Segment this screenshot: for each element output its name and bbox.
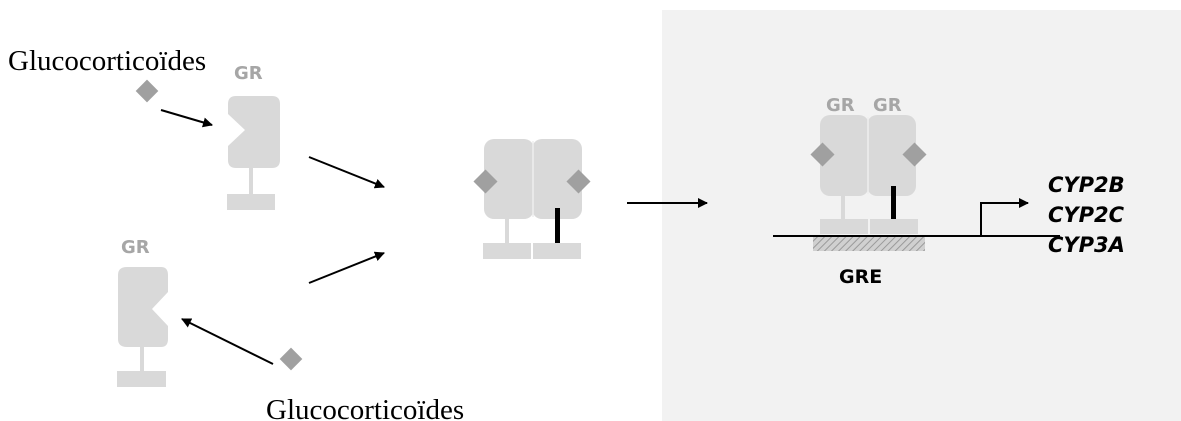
- bound-left-base: [820, 219, 868, 234]
- gene-label-3: CYP3A: [1048, 233, 1125, 257]
- dimer-left-ligand: [473, 169, 498, 194]
- receptor-bottom-stem: [140, 347, 144, 371]
- receptor-bottom-label: GR: [121, 237, 150, 258]
- transcription-start-arrow: [980, 198, 1029, 235]
- gr-label-left: GR: [826, 95, 855, 116]
- gene-label-1: CYP2B: [1048, 173, 1125, 197]
- gre-label: GRE: [839, 266, 882, 288]
- dimer-left-stem: [505, 219, 509, 243]
- arrow-bottom-receptor-to-dimer: [308, 251, 385, 284]
- ligand-top-diamond: [135, 79, 159, 103]
- receptor-top-body: [228, 96, 280, 168]
- dimer-complex: [473, 139, 591, 259]
- bound-right-stem: [891, 186, 896, 219]
- dimer-right-base: [533, 243, 581, 259]
- receptor-bottom-body: [118, 267, 168, 347]
- gre-element: [813, 237, 925, 251]
- dimer-right-stem: [555, 208, 560, 243]
- ligand-bottom-label: Glucocorticoïdes: [266, 394, 464, 421]
- dimer-left-subunit: [484, 139, 534, 219]
- dimer-left-base: [483, 243, 531, 259]
- ligand-bottom-diamond: [279, 347, 303, 371]
- receptor-top-stem: [249, 168, 253, 194]
- receptor-bottom-base: [117, 371, 166, 387]
- bound-right-base: [870, 219, 918, 234]
- bound-right-subunit: [867, 115, 916, 196]
- receptor-bottom: GR: [117, 237, 168, 387]
- receptor-top-base: [227, 194, 275, 210]
- arrow-ligand-top-to-receptor: [160, 109, 213, 128]
- arrow-top-receptor-to-dimer: [308, 156, 385, 189]
- receptor-top: GR: [227, 63, 280, 210]
- bound-left-subunit: [820, 115, 869, 196]
- gene-label-2: CYP2C: [1048, 203, 1125, 227]
- dimer-right-subunit: [532, 139, 582, 219]
- arrow-ligand-bottom-to-receptor: [181, 318, 274, 365]
- bound-left-stem: [841, 196, 845, 219]
- ligand-top-label: Glucocorticoïdes: [8, 45, 206, 77]
- nucleus-panel: [662, 10, 1181, 421]
- receptor-top-label: GR: [234, 63, 263, 84]
- gr-label-right: GR: [873, 95, 902, 116]
